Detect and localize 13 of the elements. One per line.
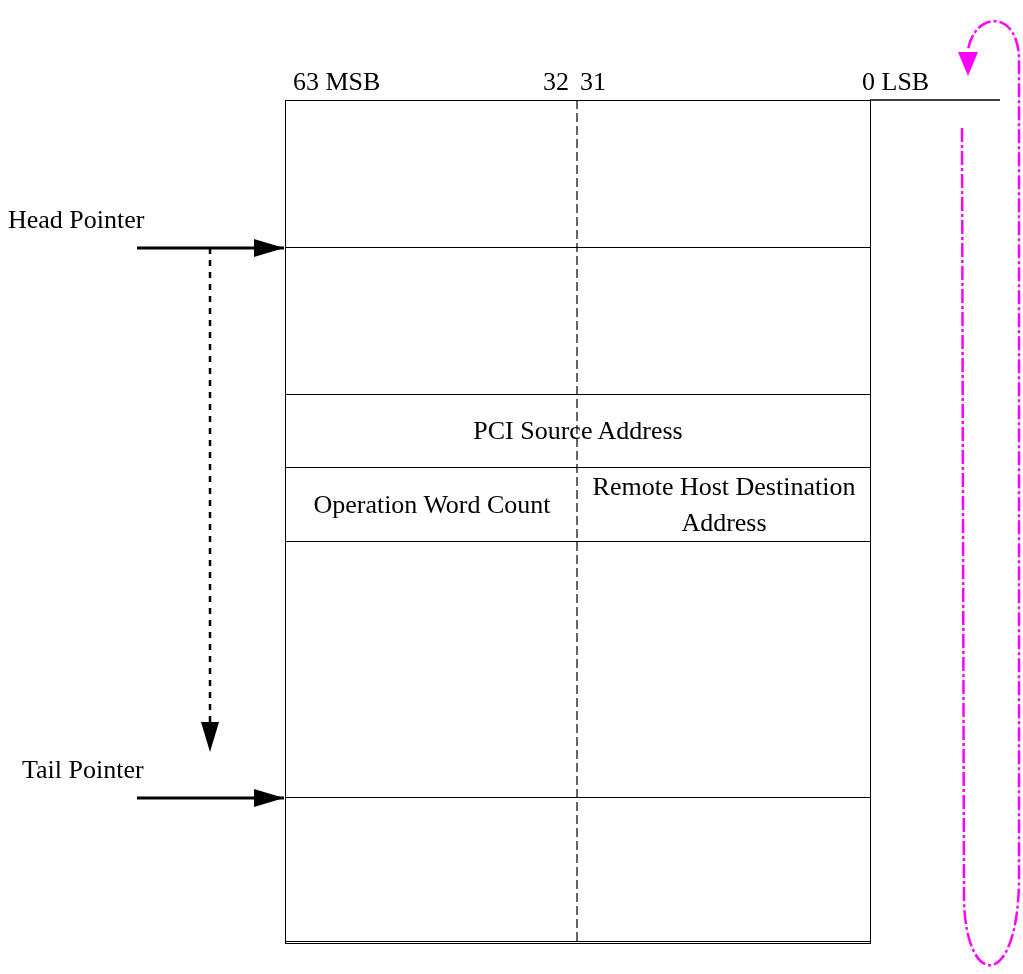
arrow [137, 789, 284, 807]
pointer-label: Head Pointer [8, 202, 223, 248]
field-cell: Remote Host Destination Address [578, 468, 870, 542]
bit-number-label: 63 MSB [293, 66, 381, 98]
ring-buffer-table [285, 100, 871, 944]
field-cell: Operation Word Count [286, 468, 578, 542]
bit-number-label: 32 [543, 66, 569, 98]
field-cell: PCI Source Address [286, 395, 870, 468]
pointer-label: Tail Pointer [22, 752, 222, 798]
bit-number-label: 0 LSB [862, 66, 930, 98]
arrow [137, 239, 284, 257]
arrow [201, 248, 219, 752]
bit-number-label: 31 [580, 66, 606, 98]
